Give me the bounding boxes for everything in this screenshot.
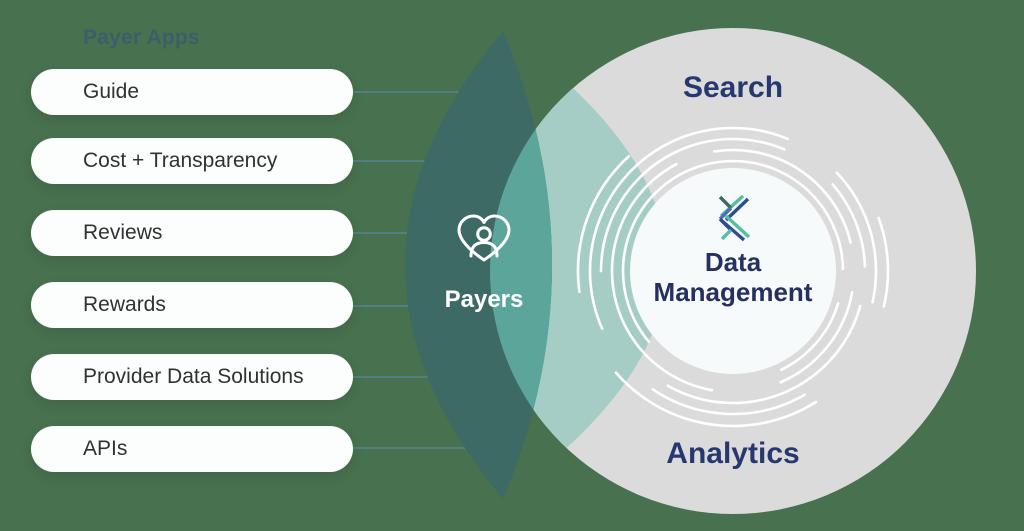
search-label: Search xyxy=(682,71,784,104)
payers-label: Payers xyxy=(444,286,524,313)
pill-label: Provider Data Solutions xyxy=(83,365,304,388)
pill-label: Rewards xyxy=(83,293,166,316)
decorative-arcs xyxy=(576,114,890,428)
page-title: Payer Apps xyxy=(83,26,200,49)
data-management-line1: Data xyxy=(704,247,762,277)
pill-label: APIs xyxy=(83,437,128,460)
pill-apis: APIs xyxy=(31,426,353,472)
data-management-line2: Management xyxy=(653,277,813,307)
lens-dark-band xyxy=(405,31,552,499)
connector-lines xyxy=(350,91,468,449)
pill-cost-transparency: Cost + Transparency xyxy=(31,138,353,184)
pill-label: Guide xyxy=(83,80,140,103)
analytics-label: Analytics xyxy=(666,437,800,470)
inner-circle xyxy=(630,168,836,374)
brand-k-logo-icon xyxy=(718,194,751,242)
pill-reviews: Reviews xyxy=(31,210,353,256)
data-management-label: Data Management xyxy=(643,247,823,307)
pill-label: Reviews xyxy=(83,221,163,244)
pill-provider-data-solutions: Provider Data Solutions xyxy=(31,354,353,400)
pill-guide: Guide xyxy=(31,69,353,115)
pill-label: Cost + Transparency xyxy=(83,149,278,172)
pill-rewards: Rewards xyxy=(31,282,353,328)
heart-with-person-icon xyxy=(457,214,511,262)
